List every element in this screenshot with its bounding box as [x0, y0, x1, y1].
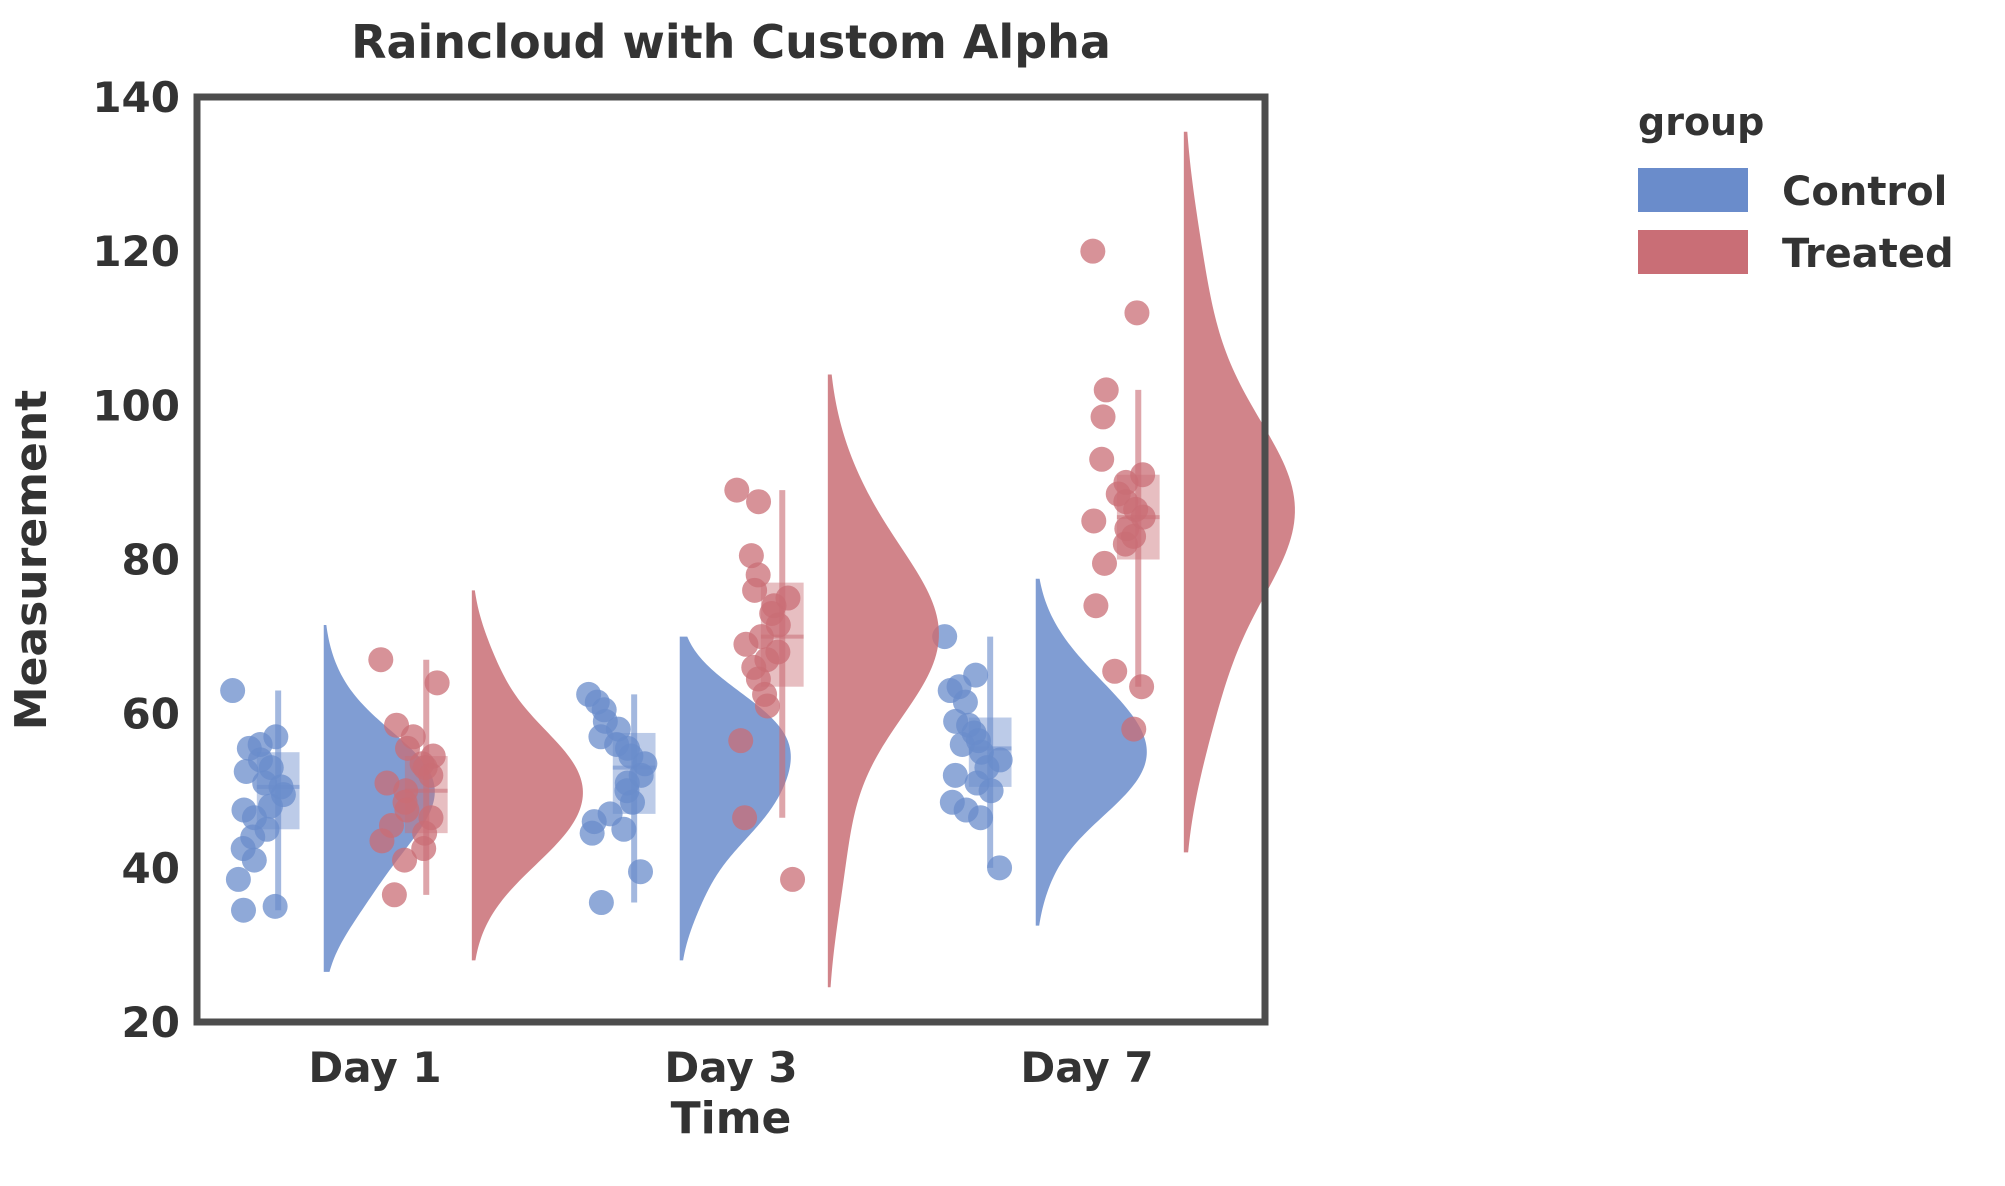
x-tick-label-day-1: Day 1	[308, 1043, 441, 1092]
y-tick-label: 80	[122, 536, 180, 585]
data-point	[780, 866, 806, 892]
violin-half	[1183, 131, 1295, 853]
violin-half	[827, 374, 939, 988]
x-tick-label-day-7: Day 7	[1020, 1043, 1153, 1092]
raincloud-unit-treated-day-1	[368, 590, 583, 961]
data-point	[220, 678, 246, 704]
x-axis-ticks: Day 1 Day 3 Day 7	[308, 1043, 1153, 1092]
data-point	[262, 893, 288, 919]
data-point	[738, 543, 764, 569]
data-point	[394, 797, 420, 823]
data-point	[225, 866, 251, 892]
data-point	[424, 670, 450, 696]
data-point	[628, 859, 654, 885]
data-point	[746, 489, 772, 515]
y-tick-label: 60	[122, 690, 180, 739]
data-point	[1121, 716, 1147, 742]
data-point	[233, 758, 259, 784]
data-point	[1081, 508, 1107, 534]
data-point	[987, 855, 1013, 881]
y-axis-label: Measurement	[6, 390, 57, 730]
axis-frame	[193, 93, 1269, 1026]
rain-points	[368, 647, 450, 908]
data-point	[949, 732, 975, 757]
data-point	[1093, 377, 1119, 403]
raincloud-unit-control-day-7	[932, 578, 1147, 926]
data-point	[588, 890, 614, 916]
plot-data-layers	[220, 131, 1295, 988]
chart-title: Raincloud with Custom Alpha	[351, 15, 1111, 69]
rain-points	[724, 477, 806, 892]
data-point	[369, 828, 395, 854]
y-axis-ticks: 140 120 100 80 60 40 20	[92, 73, 180, 1047]
data-point	[1124, 300, 1150, 326]
violin-half	[1035, 578, 1147, 926]
y-tick-label: 100	[92, 381, 180, 430]
data-point	[1089, 446, 1115, 472]
y-tick-label: 40	[122, 844, 180, 893]
data-point	[231, 897, 256, 923]
data-point	[241, 847, 267, 873]
raincloud-unit-control-day-1	[220, 625, 435, 972]
rain-points	[1080, 238, 1156, 742]
data-point	[247, 732, 273, 757]
data-point	[978, 778, 1004, 804]
data-point	[1083, 593, 1109, 619]
data-point	[611, 816, 637, 842]
legend-swatch-treated[interactable]	[1638, 230, 1748, 274]
violin-half	[471, 590, 583, 961]
y-tick-label: 140	[92, 73, 180, 122]
data-point	[368, 647, 394, 673]
data-point	[418, 762, 444, 788]
rain-points	[576, 681, 658, 916]
legend-swatch-control[interactable]	[1638, 168, 1748, 212]
data-point	[968, 805, 994, 831]
data-point	[1102, 658, 1128, 684]
plot-border	[193, 93, 1269, 1026]
data-point	[942, 762, 968, 788]
data-point	[728, 728, 754, 754]
x-tick-label-day-3: Day 3	[664, 1043, 797, 1092]
raincloud-unit-treated-day-3	[724, 374, 939, 988]
data-point	[381, 882, 407, 908]
y-tick-label: 120	[92, 227, 180, 276]
data-point	[411, 836, 437, 862]
data-point	[732, 805, 758, 831]
data-point	[1129, 674, 1155, 700]
data-point	[1080, 238, 1106, 264]
data-point	[754, 693, 780, 719]
data-point	[620, 789, 646, 815]
raincloud-unit-treated-day-7	[1080, 131, 1295, 853]
rain-points	[220, 678, 296, 923]
x-axis-label: Time	[671, 1093, 792, 1144]
rain-points	[932, 624, 1013, 881]
data-point	[724, 477, 750, 503]
data-point	[1091, 550, 1117, 576]
data-point	[1090, 404, 1116, 430]
legend-title: group	[1638, 100, 1764, 144]
legend-label-treated: Treated	[1782, 231, 1954, 277]
data-point	[579, 820, 605, 846]
chart-title-group: Raincloud with Custom Alpha	[351, 15, 1111, 69]
legend-label-control: Control	[1782, 169, 1947, 215]
data-point	[742, 577, 768, 603]
data-point	[952, 689, 978, 715]
data-point	[374, 770, 400, 796]
data-point	[733, 631, 759, 657]
data-point	[1112, 531, 1138, 557]
y-tick-label: 20	[122, 998, 180, 1047]
data-point	[392, 847, 418, 873]
violin-half	[323, 625, 435, 972]
